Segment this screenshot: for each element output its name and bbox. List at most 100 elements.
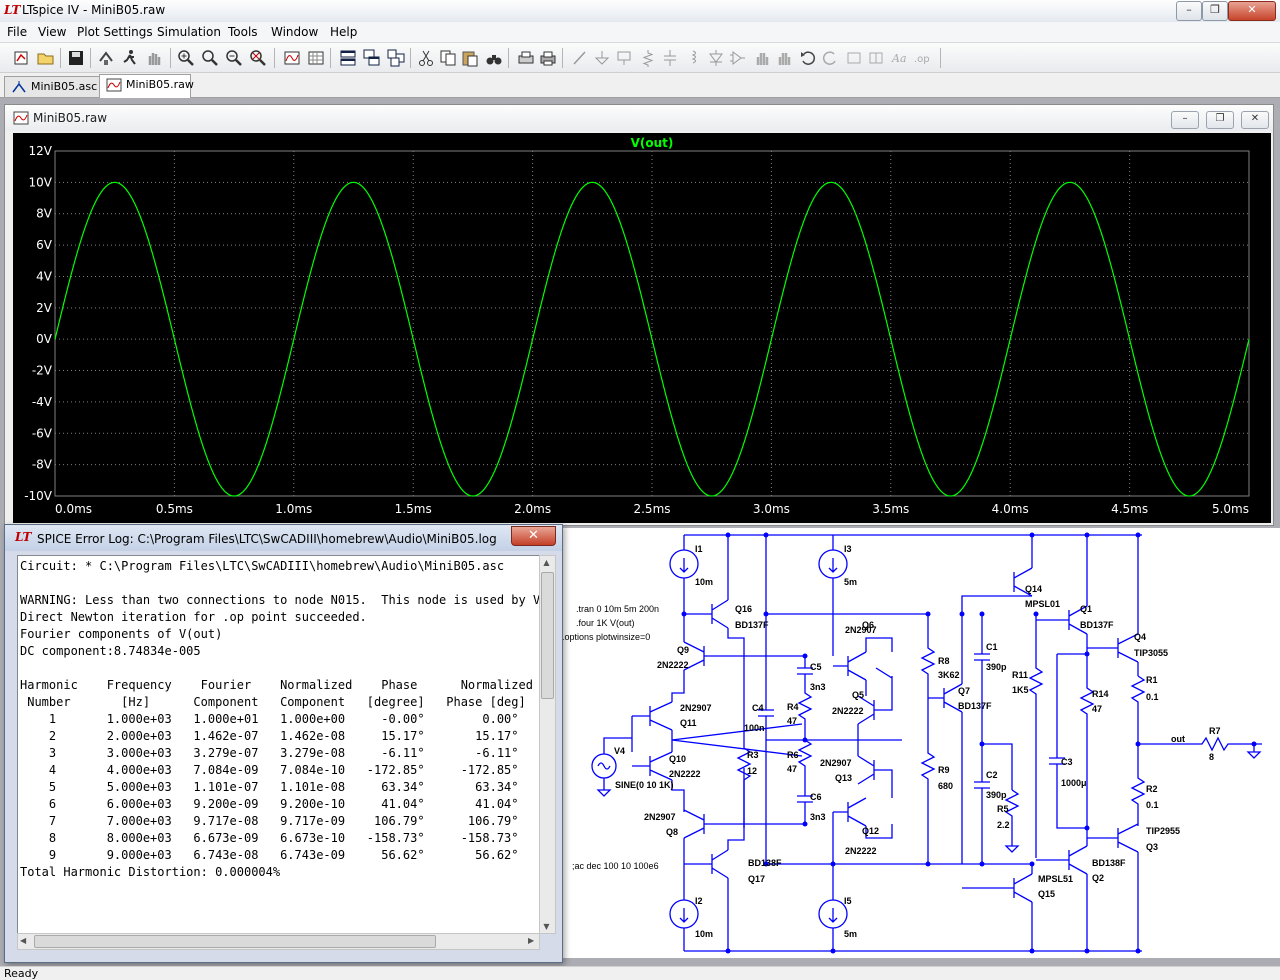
schematic-label[interactable]: Q13 (835, 773, 852, 783)
schematic-label[interactable]: BD137F (1080, 620, 1114, 630)
schematic-label[interactable]: C2 (986, 770, 998, 780)
schematic-label[interactable]: I5 (844, 896, 852, 906)
schematic-label[interactable]: 2N2907 (644, 812, 676, 822)
menu-tools[interactable]: Tools (228, 25, 258, 39)
directive-tran[interactable]: .tran 0 10m 5m 200n (576, 604, 659, 614)
plot-minimize-button[interactable]: – (1171, 111, 1199, 129)
maximize-button[interactable]: ❐ (1202, 1, 1228, 21)
scroll-left-icon[interactable]: ◀ (20, 936, 27, 945)
directive-ac-comment[interactable]: ;ac dec 100 10 100e6 (572, 861, 659, 871)
schematic-label[interactable]: C3 (1061, 757, 1073, 767)
schematic-label[interactable]: 2N2222 (669, 769, 701, 779)
cut-icon[interactable] (416, 48, 436, 68)
schematic-label[interactable]: V4 (614, 746, 625, 756)
save-icon[interactable] (66, 48, 86, 68)
error-log-caption[interactable]: LT SPICE Error Log: C:\Program Files\LTC… (5, 525, 562, 551)
error-log-window[interactable]: LT SPICE Error Log: C:\Program Files\LTC… (4, 524, 563, 963)
drag-icon[interactable] (774, 48, 794, 68)
menu-plot-settings[interactable]: Plot Settings (77, 25, 153, 39)
undo-icon[interactable] (798, 48, 818, 68)
spice-directive-icon[interactable]: .op (912, 48, 932, 68)
schematic-label[interactable]: 8 (1209, 752, 1214, 762)
vertical-scroll-thumb[interactable] (541, 572, 554, 699)
schematic-label[interactable]: Q6 (862, 620, 874, 630)
schematic-label[interactable]: Q14 (1025, 584, 1042, 594)
error-log-text[interactable]: Circuit: * C:\Program Files\LTC\SwCADIII… (17, 555, 540, 934)
schematic-label[interactable]: 3n3 (810, 812, 826, 822)
schematic-label[interactable]: R3 (747, 750, 759, 760)
menu-file[interactable]: File (7, 25, 28, 39)
schematic-label[interactable]: Q8 (666, 827, 678, 837)
scroll-up-icon[interactable]: ▲ (543, 558, 550, 567)
schematic-label[interactable]: 2N2907 (845, 625, 877, 635)
schematic-label[interactable]: R2 (1146, 784, 1158, 794)
menu-window[interactable]: Window (271, 25, 319, 39)
schematic-label[interactable]: C1 (986, 642, 998, 652)
schematic-label[interactable]: Q7 (958, 686, 970, 696)
control-panel-icon[interactable] (96, 48, 116, 68)
schematic-label[interactable]: 10m (695, 929, 713, 939)
schematic-label[interactable]: out (1171, 734, 1185, 744)
menu-simulation[interactable]: Simulation (157, 25, 221, 39)
ground-icon[interactable] (592, 48, 612, 68)
schematic-label[interactable]: Q2 (1092, 873, 1104, 883)
minimize-button[interactable]: – (1176, 1, 1202, 21)
schematic-label[interactable]: Q11 (680, 718, 697, 728)
schematic-label[interactable]: Q16 (735, 604, 752, 614)
trace-v-out[interactable] (54, 181, 1250, 497)
schematic-label[interactable]: 3K62 (938, 670, 960, 680)
schematic-label[interactable]: Q10 (669, 754, 686, 764)
directive-four[interactable]: .four 1K V(out) (576, 618, 635, 628)
schematic-label[interactable]: BD138F (748, 858, 782, 868)
schematic-label[interactable]: 2N2222 (845, 846, 877, 856)
zoom-fit-icon[interactable] (248, 48, 268, 68)
schematic-label[interactable]: BD137F (958, 701, 992, 711)
schematic-label[interactable]: 2.2 (997, 820, 1010, 830)
wire-icon[interactable] (570, 48, 590, 68)
horizontal-scroll-thumb[interactable] (34, 935, 436, 948)
open-schematic-icon[interactable] (12, 48, 32, 68)
schematic-label[interactable]: 0.1 (1146, 800, 1159, 810)
schematic-label[interactable]: Q4 (1134, 632, 1146, 642)
schematic-label[interactable]: 47 (1092, 704, 1102, 714)
schematic-label[interactable]: R1 (1146, 675, 1158, 685)
move-icon[interactable] (752, 48, 772, 68)
plot-close-button[interactable]: ✕ (1241, 111, 1269, 129)
schematic-label[interactable]: R6 (787, 750, 799, 760)
schematic-label[interactable]: 5m (844, 577, 857, 587)
scroll-right-icon[interactable]: ▶ (528, 936, 535, 945)
menu-view[interactable]: View (38, 25, 67, 39)
grid-icon[interactable] (306, 48, 326, 68)
zoom-pan-icon[interactable] (200, 48, 220, 68)
print-icon[interactable] (538, 48, 558, 68)
schematic-label[interactable]: 680 (938, 781, 953, 791)
directive-options[interactable]: .options plotwinsize=0 (562, 632, 650, 642)
mirror-icon[interactable] (866, 48, 886, 68)
tab-waveform[interactable]: MiniB05.raw (99, 74, 194, 98)
schematic-label[interactable]: Q3 (1146, 842, 1158, 852)
schematic-label[interactable]: 390p (986, 662, 1007, 672)
schematic-label[interactable]: I2 (695, 896, 703, 906)
error-log-horizontal-scrollbar[interactable]: ◀ ▶ (17, 933, 540, 950)
schematic-label[interactable]: 47 (787, 764, 797, 774)
schematic-label[interactable]: MPSL01 (1025, 599, 1060, 609)
schematic-label[interactable]: C5 (810, 662, 822, 672)
tab-schematic[interactable]: MiniB05.asc (4, 76, 101, 97)
schematic-label[interactable]: 47 (787, 716, 797, 726)
text-icon[interactable]: Aa (890, 48, 910, 68)
run-icon[interactable] (120, 48, 140, 68)
schematic-label[interactable]: Q15 (1038, 889, 1055, 899)
schematic-label[interactable]: 10m (695, 577, 713, 587)
error-log-close-button[interactable]: ✕ (511, 526, 556, 546)
plot-restore-button[interactable]: ❐ (1206, 111, 1234, 129)
tile-vertical-icon[interactable] (386, 48, 406, 68)
error-log-vertical-scrollbar[interactable]: ▲ ▼ (539, 555, 556, 934)
schematic-label[interactable]: 5m (844, 929, 857, 939)
schematic-label[interactable]: SINE(0 10 1K) (615, 780, 674, 790)
schematic-label[interactable]: 2N2222 (832, 706, 864, 716)
schematic-label[interactable]: 0.1 (1146, 692, 1159, 702)
schematic-label[interactable]: 3n3 (810, 682, 826, 692)
tile-horizontal-icon[interactable] (338, 48, 358, 68)
